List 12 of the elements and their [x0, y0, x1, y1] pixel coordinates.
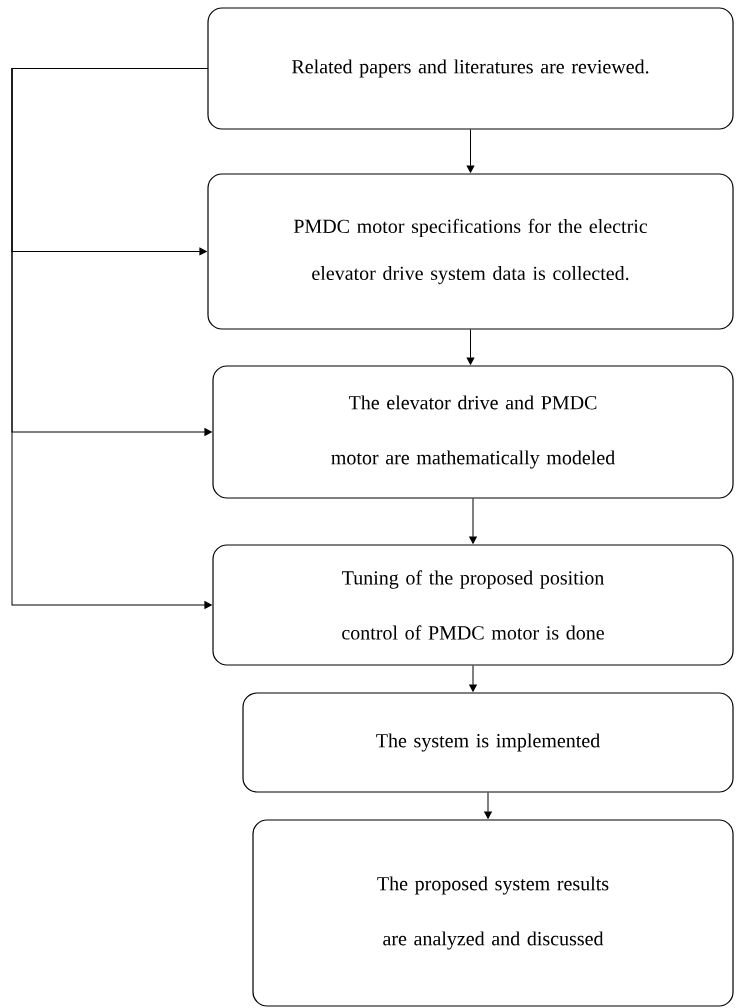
arrow — [469, 665, 477, 692]
arrow — [466, 129, 475, 173]
process-box: The elevator drive and PMDC motor are mathematically modeled — [212, 365, 734, 499]
arrow — [11, 68, 212, 609]
process-box: Related papers and literatures are reviewed. — [207, 7, 734, 130]
process-box: Tuning of the proposed position control of PMDC motor is done — [212, 544, 734, 666]
arrow — [469, 498, 477, 544]
process-box: The system is implemented — [242, 692, 734, 793]
arrow — [484, 792, 492, 819]
process-box: The proposed system results are analyzed and discussed — [252, 819, 734, 1007]
arrow — [466, 329, 475, 365]
process-box: PMDC motor specifications for the electric elevator drive system data is collected. — [207, 173, 734, 330]
